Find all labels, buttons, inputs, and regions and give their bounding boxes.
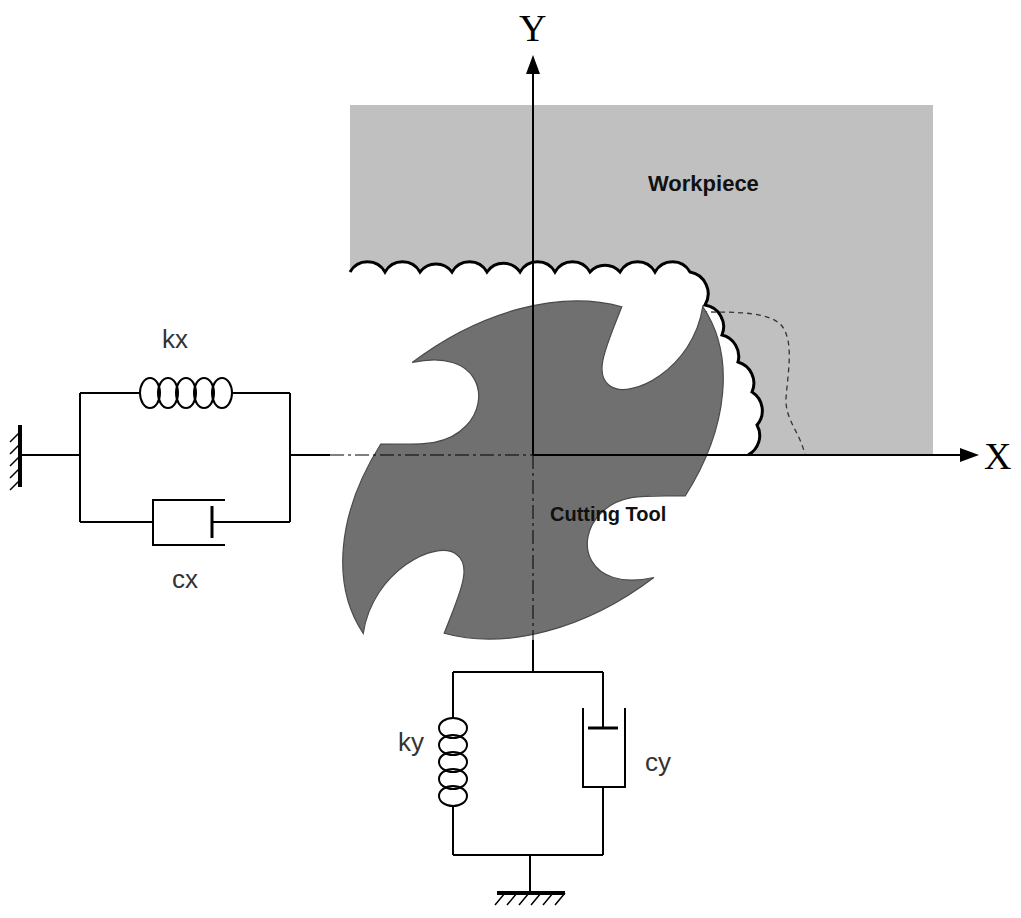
x-axis-arrowhead <box>960 448 979 462</box>
link-line <box>212 521 290 523</box>
damping-label: cy <box>645 748 671 777</box>
link-line <box>80 521 153 523</box>
stiffness-label: ky <box>398 728 424 757</box>
axis-label: Y <box>519 8 546 50</box>
link-line <box>289 393 291 522</box>
link-line <box>529 855 531 893</box>
link-line <box>453 854 603 856</box>
workpiece-box: Workpiece <box>350 105 933 455</box>
link-line <box>20 454 80 456</box>
stiffness-label: kx <box>162 325 188 354</box>
link-line <box>290 454 330 456</box>
damper-piston <box>588 727 618 730</box>
center-line <box>533 455 534 640</box>
node-title: Cutting Tool <box>550 503 666 526</box>
damper-cylinder <box>583 708 625 787</box>
y-axis-arrowhead <box>526 55 540 74</box>
link-line <box>79 393 81 522</box>
node-title: Workpiece <box>648 171 759 197</box>
link-line <box>232 392 290 394</box>
x-axis <box>533 454 966 456</box>
link-line <box>602 672 604 728</box>
link-line <box>532 640 534 672</box>
tool-box: Cutting Tool <box>326 275 740 665</box>
center-line <box>330 455 533 456</box>
link-line <box>602 787 604 855</box>
spring-coil <box>212 378 232 408</box>
damping-label: cx <box>172 565 198 594</box>
ground-hatch <box>10 432 20 490</box>
ground-hatch <box>495 893 565 905</box>
link-line <box>80 392 140 394</box>
x-suspension <box>10 378 330 545</box>
link-line <box>452 806 454 855</box>
link-line <box>452 672 454 718</box>
y-suspension <box>439 640 625 905</box>
y-axis <box>532 68 534 455</box>
spring-coil <box>439 786 467 806</box>
axis-label: X <box>984 436 1011 478</box>
ground-symbol <box>497 891 565 895</box>
link-line <box>453 671 603 673</box>
